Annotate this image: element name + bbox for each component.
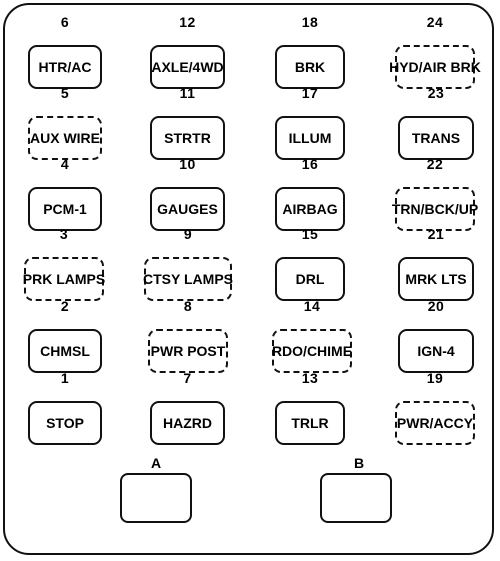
fuse-number: 20 (427, 298, 445, 314)
fuse-block-outline (3, 3, 494, 555)
fuse-number: 10 (179, 156, 196, 172)
fuse-label: PRK LAMPS (23, 257, 105, 301)
fuse-label: HYD/AIR BRK (389, 45, 481, 89)
fuse-17[interactable]: 17 ILLUM (275, 85, 345, 160)
fuse-number: 3 (59, 226, 69, 242)
fuse-22[interactable]: 22 TRN/BCK/UP (392, 156, 478, 231)
fuse-label: STRTR (150, 116, 225, 160)
fuse-number: 7 (183, 370, 192, 386)
fuse-10[interactable]: 10 GAUGES (150, 156, 225, 231)
fuse-number: 24 (426, 14, 444, 30)
fuse-21[interactable]: 21 MRK LTS (398, 226, 474, 301)
fuse-number: 4 (60, 156, 70, 172)
fuse-label: RDO/CHIME (272, 329, 352, 373)
fuse-label: PWR POST (148, 329, 228, 373)
fuse-number: 13 (301, 370, 319, 386)
fuse-label: GAUGES (150, 187, 225, 231)
fuse-label: DRL (275, 257, 345, 301)
fuse-20[interactable]: 20 IGN-4 (398, 298, 474, 373)
fuse-label: TRN/BCK/UP (392, 187, 478, 231)
relay-a-label: A (150, 455, 162, 471)
fuse-23[interactable]: 23 TRANS (398, 85, 474, 160)
fuse-9[interactable]: 9 CTSY LAMPS (143, 226, 233, 301)
fuse-19[interactable]: 19 PWR/ACCY (395, 370, 475, 445)
fuse-3[interactable]: 3 PRK LAMPS (23, 226, 105, 301)
fuse-15[interactable]: 15 DRL (275, 226, 345, 301)
fuse-label: IGN-4 (398, 329, 474, 373)
fuse-label: AIRBAG (275, 187, 345, 231)
fuse-number: 6 (60, 14, 70, 30)
fuse-6[interactable]: 6 HTR/AC (28, 14, 102, 89)
fuse-2[interactable]: 2 CHMSL (28, 298, 102, 373)
fuse-label: AXLE/4WD (150, 45, 225, 89)
fuse-number: 5 (60, 85, 70, 101)
fuse-number: 14 (303, 298, 321, 314)
fuse-13[interactable]: 13 TRLR (275, 370, 345, 445)
fuse-label: CTSY LAMPS (143, 257, 233, 301)
fuse-12[interactable]: 12 AXLE/4WD (150, 14, 225, 89)
fuse-8[interactable]: 8 PWR POST (148, 298, 228, 373)
fuse-14[interactable]: 14 RDO/CHIME (272, 298, 352, 373)
fuse-number: 11 (179, 85, 196, 101)
fuse-label: BRK (275, 45, 345, 89)
fuse-1[interactable]: 1 STOP (28, 370, 102, 445)
fuse-4[interactable]: 4 PCM-1 (28, 156, 102, 231)
fuse-number: 22 (426, 156, 444, 172)
fuse-number: 21 (427, 226, 445, 242)
fuse-number: 1 (60, 370, 70, 386)
fuse-7[interactable]: 7 HAZRD (150, 370, 225, 445)
fuse-label: AUX WIRE (28, 116, 102, 160)
fuse-number: 9 (183, 226, 193, 242)
fuse-11[interactable]: 11 STRTR (150, 85, 225, 160)
relay-a[interactable] (120, 473, 192, 523)
fuse-18[interactable]: 18 BRK (275, 14, 345, 89)
fuse-number: 15 (301, 226, 319, 242)
fuse-label: ILLUM (275, 116, 345, 160)
fuse-number: 2 (60, 298, 70, 314)
fuse-label: MRK LTS (398, 257, 474, 301)
fuse-number: 18 (301, 14, 319, 30)
fuse-24[interactable]: 24 HYD/AIR BRK (389, 14, 481, 89)
fuse-number: 19 (426, 370, 444, 386)
fuse-number: 23 (427, 85, 445, 101)
fuse-label: PCM-1 (28, 187, 102, 231)
fuse-5[interactable]: 5 AUX WIRE (28, 85, 102, 160)
fuse-label: TRANS (398, 116, 474, 160)
fuse-label: STOP (28, 401, 102, 445)
fuse-label: TRLR (275, 401, 345, 445)
fuse-number: 16 (301, 156, 319, 172)
fuse-label: PWR/ACCY (395, 401, 475, 445)
fuse-number: 8 (183, 298, 193, 314)
fuse-16[interactable]: 16 AIRBAG (275, 156, 345, 231)
fuse-label: CHMSL (28, 329, 102, 373)
fuse-label: HAZRD (150, 401, 225, 445)
fuse-number: 12 (179, 14, 196, 30)
relay-b[interactable] (320, 473, 392, 523)
relay-b-label: B (353, 455, 365, 471)
fuse-number: 17 (301, 85, 319, 101)
fuse-label: HTR/AC (28, 45, 102, 89)
